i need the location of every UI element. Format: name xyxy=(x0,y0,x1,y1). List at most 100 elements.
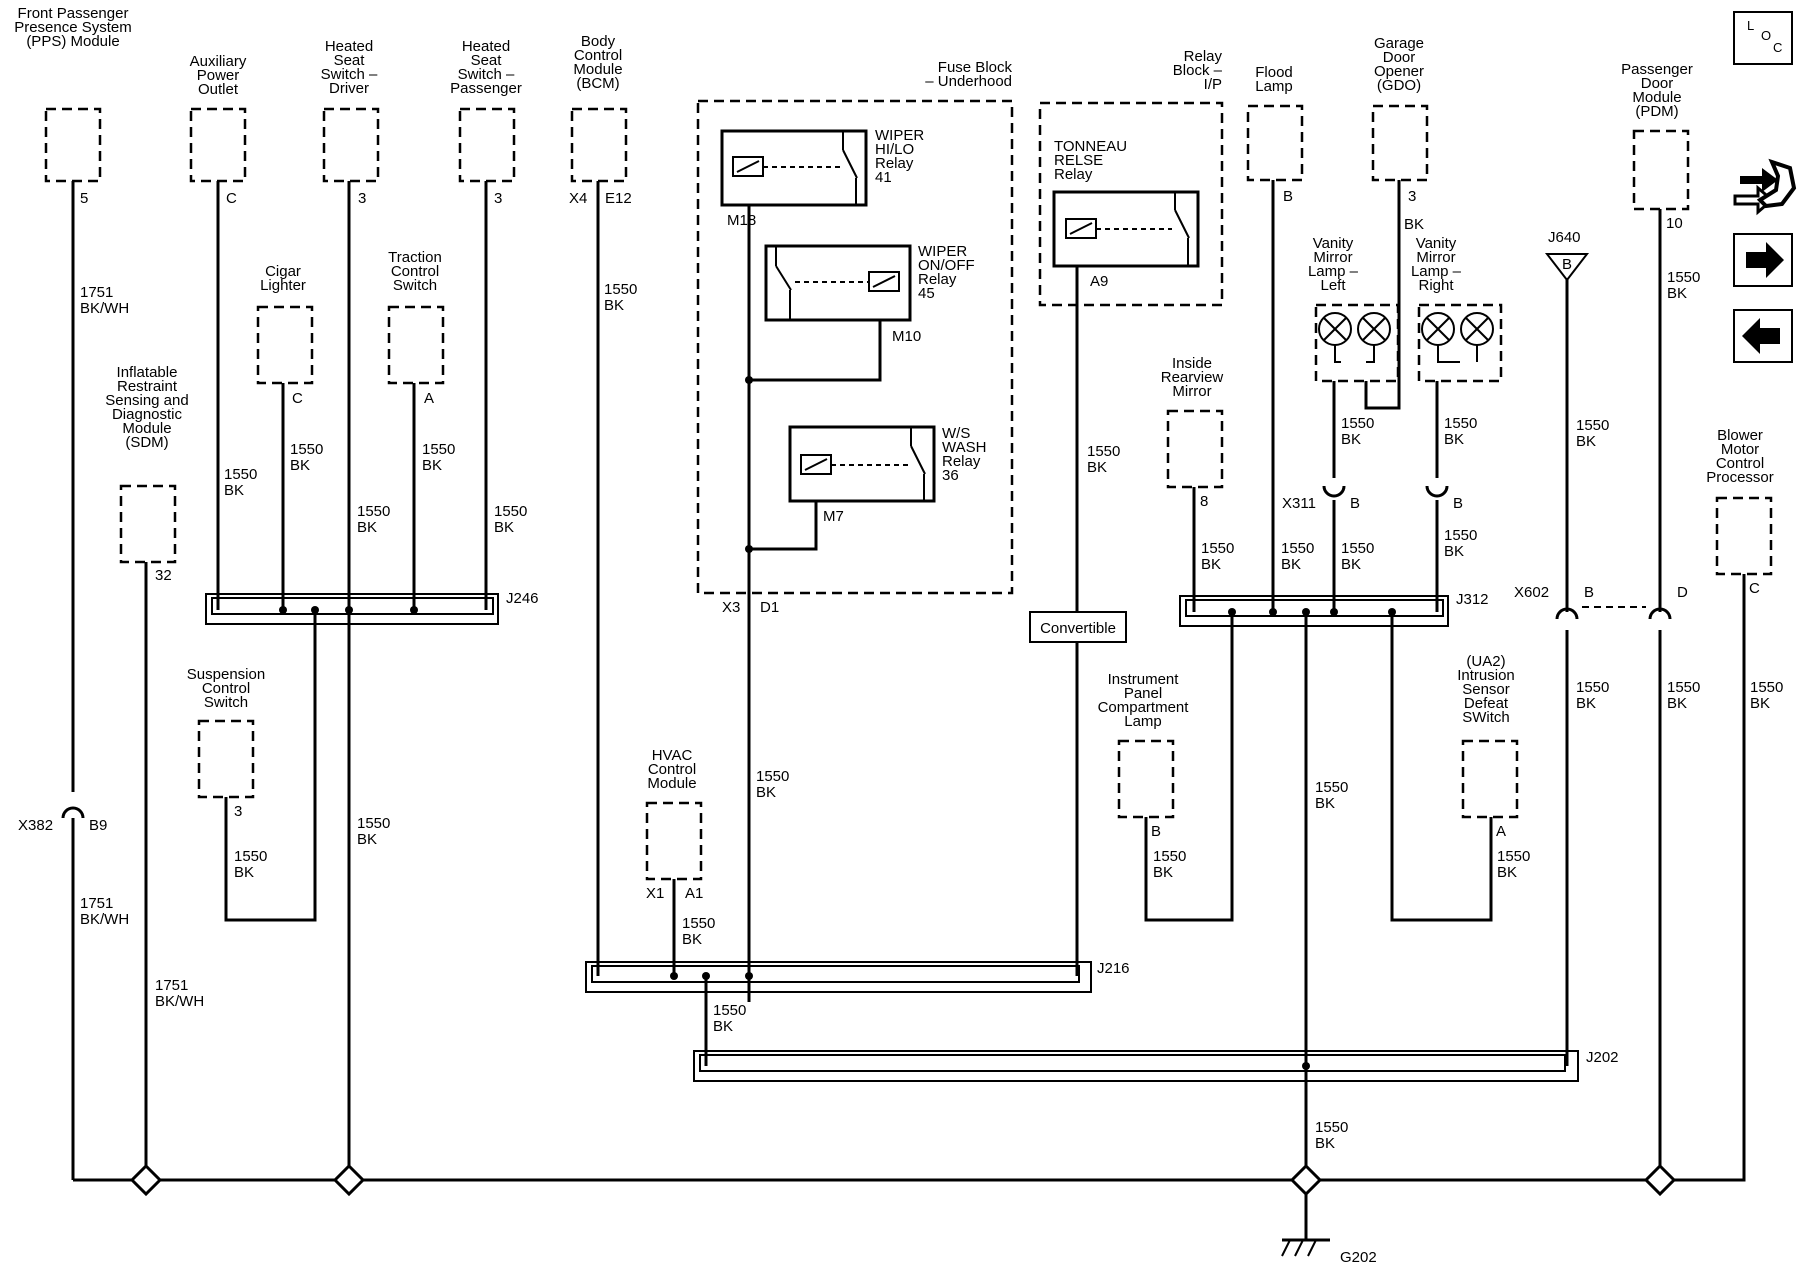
fuse-block-box xyxy=(696,99,1014,595)
svg-text:1550: 1550 xyxy=(224,466,257,483)
splice-j312-label: J312 xyxy=(1456,591,1489,608)
svg-text:1751: 1751 xyxy=(80,895,113,912)
pdm-box xyxy=(1632,129,1690,211)
pin-traction: A xyxy=(424,390,434,407)
svg-text:BK: BK xyxy=(1087,459,1107,476)
pin-flood: B xyxy=(1283,188,1293,205)
pps-module-box xyxy=(44,107,102,183)
connector-x382-icon xyxy=(61,806,85,819)
svg-text:1550: 1550 xyxy=(1444,415,1477,432)
pin-ip-lamp: B xyxy=(1151,823,1161,840)
bcm-box xyxy=(570,107,628,183)
splice-j216-label: J216 xyxy=(1097,960,1130,977)
next-arrow-button[interactable] xyxy=(1733,233,1793,287)
ip-lamp-box xyxy=(1117,739,1175,819)
svg-text:1550: 1550 xyxy=(604,281,637,298)
svg-text:BK: BK xyxy=(713,1018,733,1035)
svg-text:1550: 1550 xyxy=(1444,527,1477,544)
svg-text:1550: 1550 xyxy=(290,441,323,458)
svg-text:1550: 1550 xyxy=(357,815,390,832)
connector-x311-left-icon xyxy=(1322,485,1346,498)
svg-text:BK/WH: BK/WH xyxy=(155,993,204,1010)
vanity-left-lamp-2-icon xyxy=(1357,312,1391,346)
previous-arrow-icon xyxy=(1742,318,1780,354)
connector-j640-icon xyxy=(1544,253,1590,282)
heated-seat-driver-box xyxy=(322,107,380,183)
ground-g202-label: G202 xyxy=(1340,1249,1377,1266)
ground-diamond-4-icon xyxy=(1643,1163,1677,1197)
pin-suspension: 3 xyxy=(234,803,242,820)
connector-x602-d: D xyxy=(1677,584,1688,601)
pin-hsd: 3 xyxy=(358,190,366,207)
svg-text:1550: 1550 xyxy=(1315,779,1348,796)
svg-text:BK: BK xyxy=(1444,543,1464,560)
svg-text:1550: 1550 xyxy=(713,1002,746,1019)
svg-text:1550: 1550 xyxy=(1667,679,1700,696)
fuse-block-label: Fuse Block– Underhood xyxy=(925,59,1012,90)
pin-inside-mirror: 8 xyxy=(1200,493,1208,510)
svg-text:1550: 1550 xyxy=(1341,415,1374,432)
svg-text:BK: BK xyxy=(290,457,310,474)
next-arrow-icon xyxy=(1746,242,1784,278)
loc-letter-l: L xyxy=(1747,18,1754,33)
component-connector-icon[interactable] xyxy=(1730,158,1797,216)
svg-text:BK: BK xyxy=(1497,864,1517,881)
svg-text:1751: 1751 xyxy=(155,977,188,994)
gdo-box xyxy=(1371,104,1429,182)
svg-text:1550: 1550 xyxy=(1750,679,1783,696)
connector-x602-label: X602 xyxy=(1514,584,1549,601)
gdo-wire-color: BK xyxy=(1404,216,1424,233)
svg-text:BK: BK xyxy=(1341,431,1361,448)
heated-seat-passenger-box xyxy=(458,107,516,183)
svg-text:BK: BK xyxy=(682,931,702,948)
vanity-right-box xyxy=(1417,303,1503,383)
svg-text:1550: 1550 xyxy=(1281,540,1314,557)
vanity-right-pin: B xyxy=(1453,495,1463,512)
svg-text:1550: 1550 xyxy=(1153,848,1186,865)
svg-text:BK/WH: BK/WH xyxy=(80,911,129,928)
svg-text:1550: 1550 xyxy=(1341,540,1374,557)
convertible-option-label: Convertible xyxy=(1040,620,1116,637)
pin-apo: C xyxy=(226,190,237,207)
pin-m10: M10 xyxy=(892,328,921,345)
traction-control-box xyxy=(387,305,445,385)
previous-arrow-button[interactable] xyxy=(1733,309,1793,363)
loc-button[interactable]: L O C xyxy=(1733,11,1793,65)
pin-blower: C xyxy=(1749,580,1760,597)
svg-text:BK: BK xyxy=(357,831,377,848)
svg-text:1550: 1550 xyxy=(1201,540,1234,557)
pin-hsp: 3 xyxy=(494,190,502,207)
pin-pps: 5 xyxy=(80,190,88,207)
relay-tonneau xyxy=(1052,190,1200,268)
svg-text:BK: BK xyxy=(604,297,624,314)
svg-text:BK: BK xyxy=(234,864,254,881)
pin-cigar: C xyxy=(292,390,303,407)
